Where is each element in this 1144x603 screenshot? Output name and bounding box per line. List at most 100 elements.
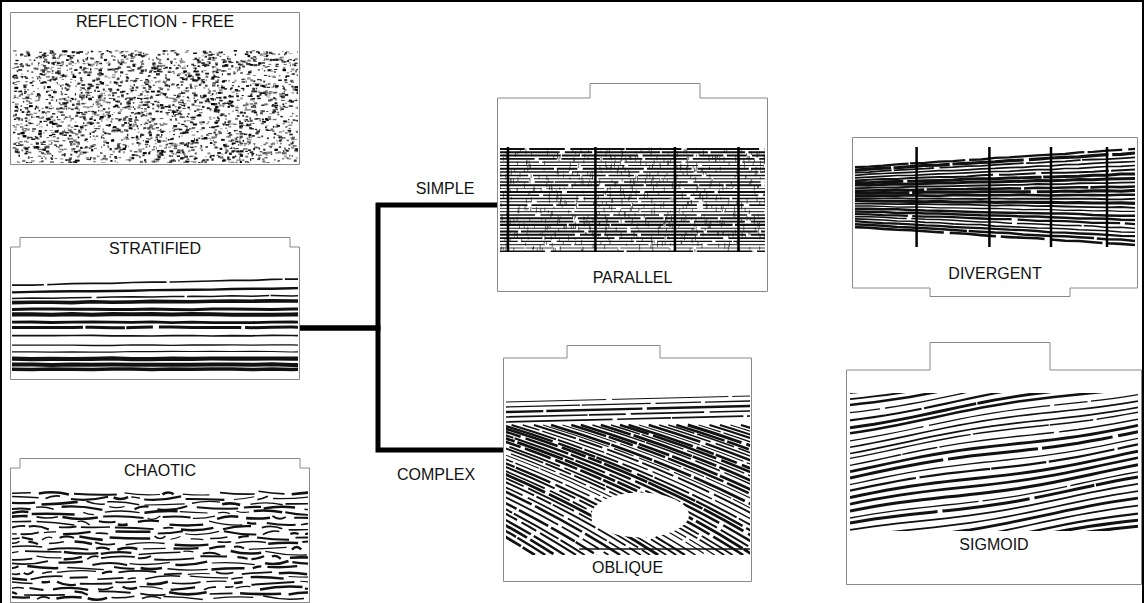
noise-speck	[276, 64, 279, 65]
noise-speck	[13, 50, 16, 51]
noise-speck	[111, 121, 113, 123]
noise-speck	[17, 151, 20, 153]
noise-speck	[211, 127, 215, 129]
noise-speck	[296, 157, 299, 159]
noise-speck	[263, 51, 266, 53]
noise-speck	[230, 96, 234, 98]
noise-speck	[187, 72, 190, 74]
noise-speck	[53, 91, 57, 93]
noise-speck	[22, 160, 25, 162]
noise-speck	[96, 84, 100, 86]
noise-speck	[46, 115, 47, 117]
noise-speck	[51, 73, 53, 74]
noise-speck	[45, 82, 47, 84]
noise-speck	[225, 148, 228, 150]
noise-speck	[205, 102, 206, 104]
noise-speck	[197, 70, 198, 71]
noise-speck	[116, 148, 117, 150]
noise-speck	[222, 73, 223, 75]
noise-speck	[173, 134, 175, 135]
noise-speck	[139, 102, 142, 103]
noise-speck	[227, 130, 228, 132]
noise-speck	[277, 112, 280, 114]
noise-speck	[197, 71, 199, 73]
noise-speck	[265, 142, 268, 144]
noise-speck	[273, 137, 275, 139]
noise-speck	[195, 101, 197, 103]
noise-speck	[290, 143, 293, 145]
noise-speck	[274, 149, 278, 151]
noise-speck	[86, 90, 89, 91]
noise-speck	[287, 72, 289, 74]
noise-speck	[49, 102, 51, 104]
noise-speck	[218, 85, 219, 87]
noise-speck	[60, 104, 64, 105]
noise-speck	[56, 146, 58, 147]
noise-speck	[187, 100, 191, 101]
noise-speck	[91, 64, 95, 66]
noise-speck	[161, 66, 162, 68]
noise-speck	[15, 151, 17, 152]
noise-speck	[284, 89, 287, 90]
noise-speck	[52, 55, 53, 56]
noise-speck	[16, 77, 18, 79]
noise-speck	[254, 90, 257, 92]
noise-speck	[181, 149, 183, 151]
noise-speck	[187, 76, 189, 78]
noise-speck	[164, 123, 168, 125]
noise-speck	[283, 120, 287, 122]
noise-speck	[137, 155, 140, 156]
noise-speck	[75, 122, 77, 123]
noise-speck	[125, 98, 127, 99]
noise-speck	[228, 141, 231, 143]
noise-speck	[297, 74, 298, 76]
noise-speck	[158, 65, 161, 67]
noise-speck	[140, 134, 142, 136]
noise-speck	[57, 63, 60, 64]
noise-speck	[245, 61, 247, 62]
noise-speck	[85, 129, 87, 130]
noise-speck	[59, 77, 63, 79]
noise-speck	[112, 95, 114, 97]
noise-speck	[218, 156, 220, 158]
noise-speck	[64, 129, 65, 131]
noise-speck	[288, 124, 292, 126]
noise-speck	[100, 153, 101, 154]
noise-speck	[91, 116, 93, 118]
noise-speck	[53, 55, 55, 57]
noise-speck	[14, 95, 16, 97]
noise-speck	[149, 71, 152, 73]
noise-speck	[73, 141, 76, 142]
noise-speck	[297, 163, 300, 164]
noise-speck	[243, 104, 244, 106]
noise-speck	[256, 85, 259, 86]
noise-speck	[71, 68, 72, 70]
noise-speck	[42, 112, 45, 113]
noise-speck	[102, 53, 104, 54]
noise-speck	[290, 115, 293, 117]
noise-speck	[90, 58, 92, 59]
noise-speck	[29, 59, 32, 61]
noise-speck	[285, 149, 287, 150]
noise-speck	[25, 81, 27, 82]
noise-speck	[146, 113, 147, 115]
noise-speck	[235, 89, 238, 91]
noise-speck	[177, 75, 180, 77]
noise-speck	[285, 82, 288, 84]
noise-speck	[102, 82, 103, 84]
noise-speck	[88, 84, 92, 86]
noise-speck	[31, 160, 35, 161]
noise-speck	[199, 66, 200, 68]
noise-speck	[168, 71, 171, 73]
noise-speck	[43, 149, 44, 151]
noise-speck	[94, 90, 96, 92]
noise-speck	[260, 112, 263, 114]
noise-speck	[81, 113, 84, 114]
noise-speck	[136, 78, 139, 79]
noise-speck	[14, 87, 18, 89]
noise-speck	[294, 65, 297, 66]
noise-speck	[295, 63, 298, 65]
noise-speck	[159, 63, 163, 64]
noise-speck	[43, 116, 44, 117]
noise-speck	[182, 152, 184, 154]
